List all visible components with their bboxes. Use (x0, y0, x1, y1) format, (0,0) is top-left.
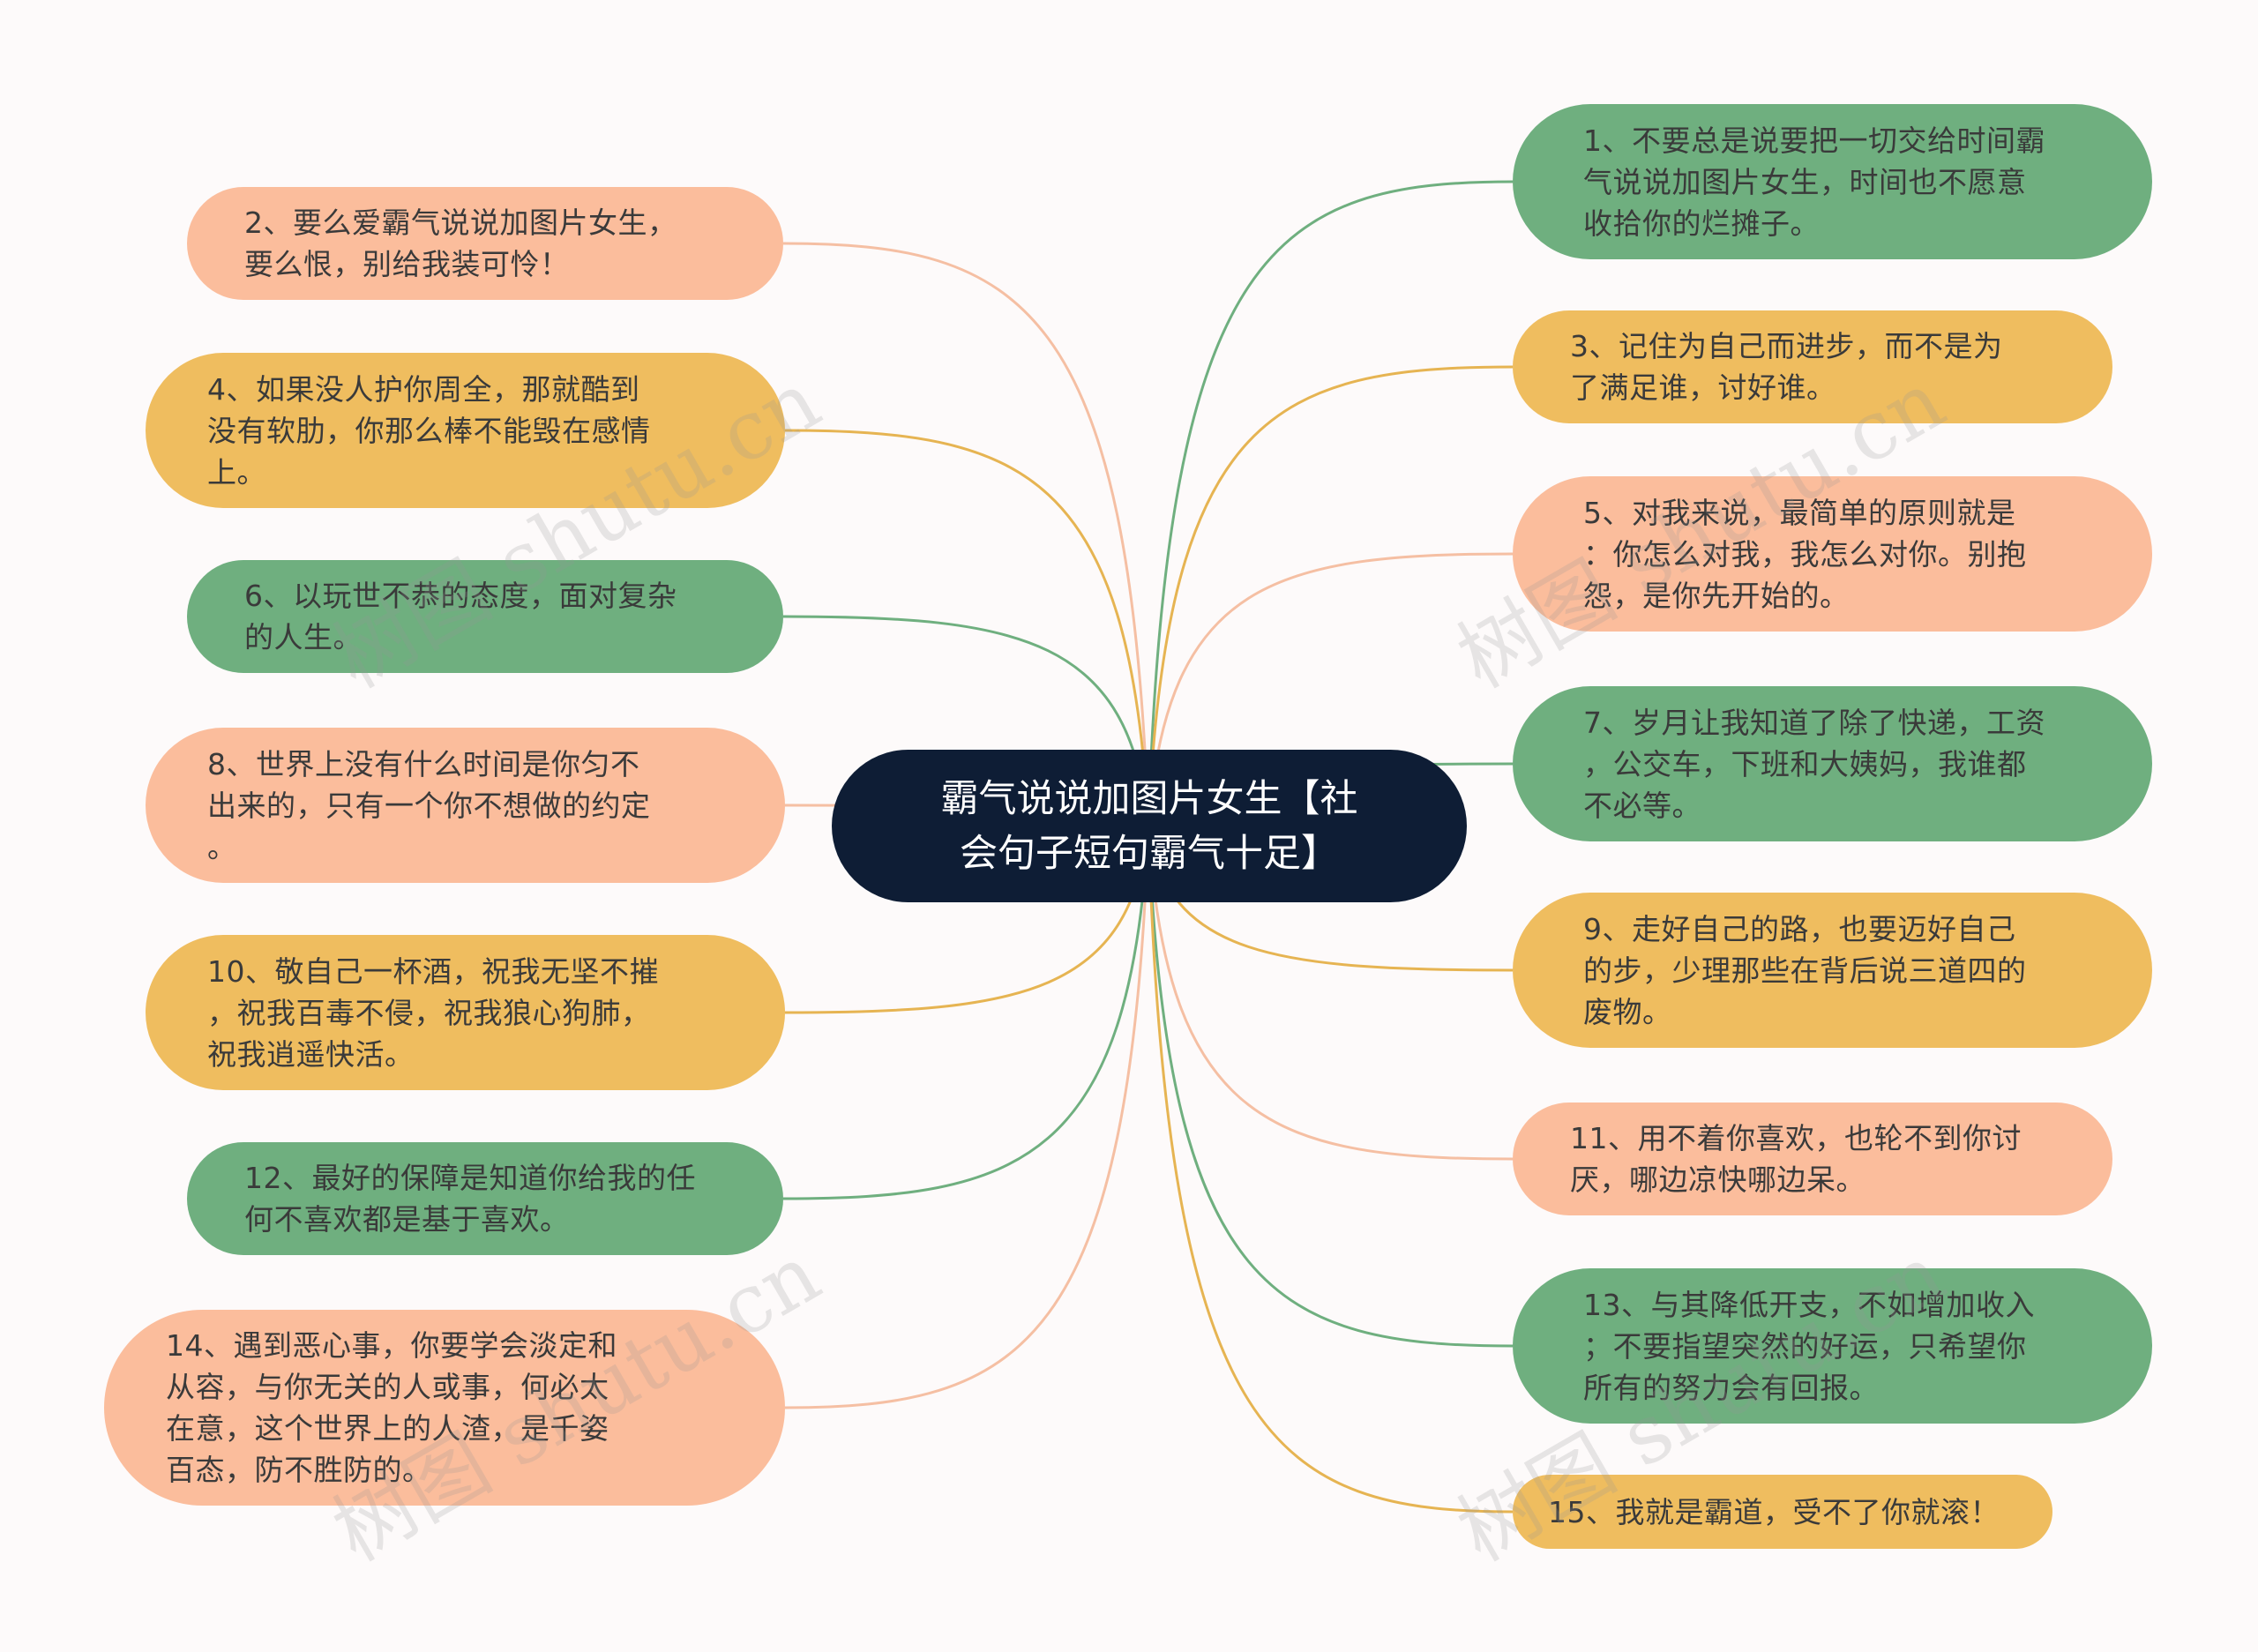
topic-node-1[interactable]: 1、不要总是说要把一切交给时间霸 气说说加图片女生，时间也不愿意 收拾你的烂摊子… (1513, 104, 2152, 259)
topic-node-11[interactable]: 11、用不着你喜欢，也轮不到你讨 厌，哪边凉快哪边呆。 (1513, 1103, 2112, 1215)
topic-node-1-text: 1、不要总是说要把一切交给时间霸 气说说加图片女生，时间也不愿意 收拾你的烂摊子… (1583, 123, 2045, 241)
topic-node-15[interactable]: 15、我就是霸道，受不了你就滚！ (1513, 1475, 2052, 1549)
root-topic[interactable]: 霸气说说加图片女生【社 会句子短句霸气十足】 (832, 750, 1467, 902)
topic-node-12[interactable]: 12、最好的保障是知道你给我的任 何不喜欢都是基于喜欢。 (187, 1142, 783, 1255)
topic-node-5-text: 5、对我来说，最简单的原则就是 ：你怎么对我，我怎么对你。别抱 怨，是你先开始的… (1583, 495, 2027, 613)
topic-node-2-text: 2、要么爱霸气说说加图片女生， 要么恨，别给我装可怜！ (244, 206, 677, 281)
topic-node-15-text: 15、我就是霸道，受不了你就滚！ (1548, 1494, 2000, 1529)
connector-n11 (1147, 826, 1514, 1161)
topic-node-8[interactable]: 8、世界上没有什么时间是你匀不 出来的，只有一个你不想做的约定 。 (146, 728, 785, 883)
topic-node-3[interactable]: 3、记住为自己而进步，而不是为 了满足谁，讨好谁。 (1513, 310, 2112, 423)
topic-node-14[interactable]: 14、遇到恶心事，你要学会淡定和 从容，与你无关的人或事，何必太 在意，这个世界… (104, 1310, 785, 1506)
topic-node-13-text: 13、与其降低开支，不如增加收入 ；不要指望突然的好运，只希望你 所有的努力会有… (1583, 1287, 2035, 1405)
topic-node-8-text: 8、世界上没有什么时间是你匀不 出来的，只有一个你不想做的约定 。 (207, 746, 651, 864)
connector-n5 (1147, 552, 1514, 827)
topic-node-4-text: 4、如果没人护你周全，那就酷到 没有软肋，你那么棒不能毁在感情 上。 (207, 371, 651, 490)
connector-n13 (1147, 826, 1514, 1348)
topic-node-14-text: 14、遇到恶心事，你要学会淡定和 从容，与你无关的人或事，何必太 在意，这个世界… (166, 1328, 617, 1487)
connector-n12 (782, 826, 1150, 1200)
topic-node-10-text: 10、敬自己一杯酒，祝我无坚不摧 ，祝我百毒不侵，祝我狼心狗肺， 祝我逍遥快活。 (207, 953, 659, 1072)
topic-node-4[interactable]: 4、如果没人护你周全，那就酷到 没有软肋，你那么棒不能毁在感情 上。 (146, 353, 785, 508)
topic-node-3-text: 3、记住为自己而进步，而不是为 了满足谁，讨好谁。 (1570, 329, 2003, 405)
connector-n1 (1147, 180, 1514, 827)
topic-node-6-text: 6、以玩世不恭的态度，面对复杂 的人生。 (244, 579, 677, 654)
topic-node-9[interactable]: 9、走好自己的路，也要迈好自己 的步，少理那些在背后说三道四的 废物。 (1513, 893, 2152, 1048)
connector-n2 (782, 242, 1150, 827)
topic-node-5[interactable]: 5、对我来说，最简单的原则就是 ：你怎么对我，我怎么对你。别抱 怨，是你先开始的… (1513, 476, 2152, 632)
connector-n4 (784, 429, 1150, 827)
connector-n3 (1147, 365, 1514, 827)
topic-node-6[interactable]: 6、以玩世不恭的态度，面对复杂 的人生。 (187, 560, 783, 673)
topic-node-10[interactable]: 10、敬自己一杯酒，祝我无坚不摧 ，祝我百毒不侵，祝我狼心狗肺， 祝我逍遥快活。 (146, 935, 785, 1090)
topic-node-9-text: 9、走好自己的路，也要迈好自己 的步，少理那些在背后说三道四的 废物。 (1583, 911, 2027, 1029)
topic-node-7[interactable]: 7、岁月让我知道了除了快递，工资 ，公交车，下班和大姨妈，我谁都 不必等。 (1513, 686, 2152, 841)
topic-node-2[interactable]: 2、要么爱霸气说说加图片女生， 要么恨，别给我装可怜！ (187, 187, 783, 300)
root-topic-label: 霸气说说加图片女生【社 会句子短句霸气十足】 (940, 776, 1358, 876)
topic-node-12-text: 12、最好的保障是知道你给我的任 何不喜欢都是基于喜欢。 (244, 1161, 696, 1237)
connector-n15 (1147, 826, 1514, 1514)
connector-n14 (784, 826, 1150, 1409)
topic-node-13[interactable]: 13、与其降低开支，不如增加收入 ；不要指望突然的好运，只希望你 所有的努力会有… (1513, 1268, 2152, 1424)
topic-node-7-text: 7、岁月让我知道了除了快递，工资 ，公交车，下班和大姨妈，我谁都 不必等。 (1583, 705, 2045, 823)
topic-node-11-text: 11、用不着你喜欢，也轮不到你讨 厌，哪边凉快哪边呆。 (1570, 1121, 2022, 1197)
